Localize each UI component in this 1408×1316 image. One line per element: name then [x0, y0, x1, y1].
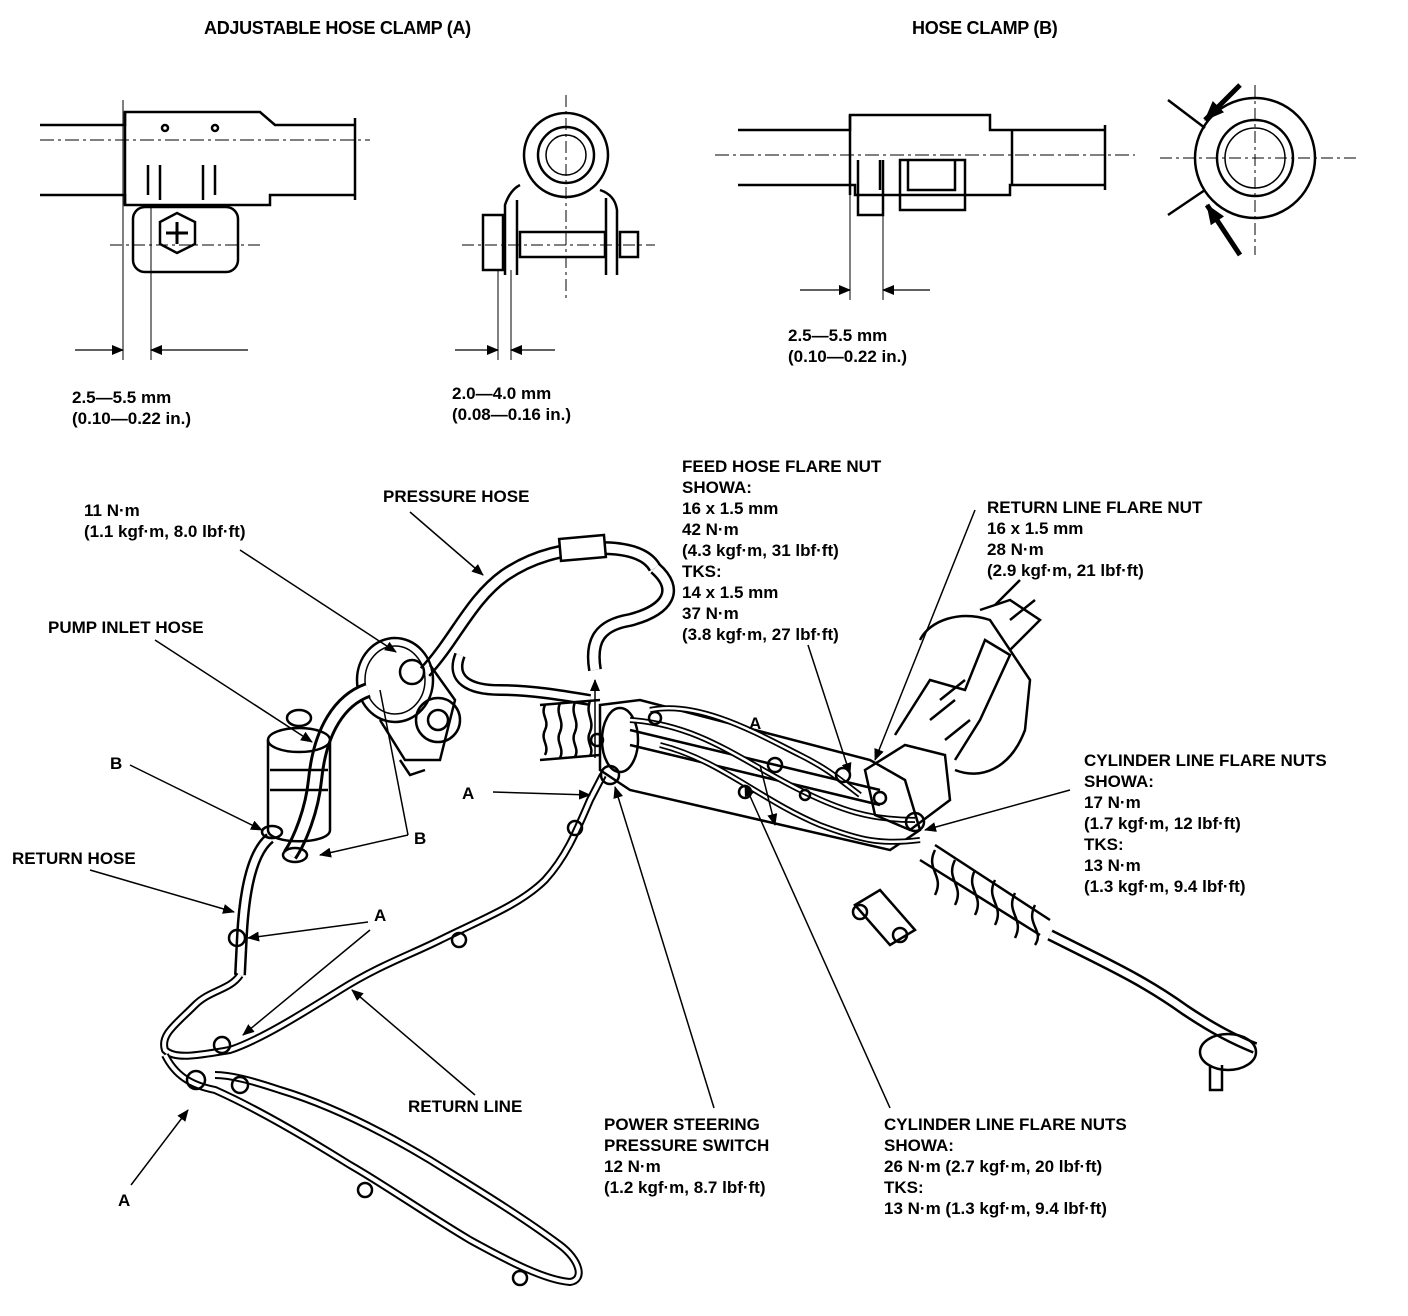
label-line: (4.3 kgf·m, 31 lbf·ft): [682, 541, 839, 560]
dimension-mm: 2.5—5.5 mm: [72, 388, 172, 407]
pressure-hose-label: PRESSURE HOSE: [383, 487, 530, 506]
dimension-in: (0.10—0.22 in.): [72, 409, 192, 428]
cylinder-line-flare-nuts-bottom-label: CYLINDER LINE FLARE NUTS SHOWA: 26 N·m (…: [884, 1114, 1127, 1219]
label-line: 17 N·m: [1084, 793, 1141, 812]
clamp-a-title: ADJUSTABLE HOSE CLAMP (A): [204, 18, 471, 38]
label-line: 14 x 1.5 mm: [682, 583, 779, 602]
label-line: 13 N·m: [1084, 856, 1141, 875]
clamp-a-side-view: [40, 100, 370, 360]
label-line: 37 N·m: [682, 604, 739, 623]
clamp-a-end-dimension: 2.0—4.0 mm (0.08—0.16 in.): [452, 383, 571, 425]
torque-detail: (1.1 kgf·m, 8.0 lbf·ft): [84, 522, 246, 541]
label-line: FEED HOSE FLARE NUT: [682, 457, 882, 476]
label-line: 16 x 1.5 mm: [682, 499, 779, 518]
feed-hose-flare-nut-label: FEED HOSE FLARE NUT SHOWA: 16 x 1.5 mm 4…: [682, 456, 881, 645]
clamp-b-dimension: 2.5—5.5 mm (0.10—0.22 in.): [788, 325, 907, 367]
label-line: (2.9 kgf·m, 21 lbf·ft): [987, 561, 1144, 580]
label-line: (3.8 kgf·m, 27 lbf·ft): [682, 625, 839, 644]
torque-value: 11 N·m: [84, 501, 140, 520]
clamp-a-callout-left: A: [462, 784, 475, 803]
cylinder-line-flare-nuts-right-label: CYLINDER LINE FLARE NUTS SHOWA: 17 N·m (…: [1084, 750, 1327, 897]
power-steering-pressure-switch-label: POWER STEERING PRESSURE SWITCH 12 N·m (1…: [604, 1114, 769, 1198]
label-line: SHOWA:: [1084, 772, 1154, 791]
label-line: (1.2 kgf·m, 8.7 lbf·ft): [604, 1178, 766, 1197]
clamp-b-callout-left: B: [110, 754, 123, 773]
label-line: SHOWA:: [682, 478, 752, 497]
label-line: 13 N·m (1.3 kgf·m, 9.4 lbf·ft): [884, 1199, 1107, 1218]
label-line: POWER STEERING: [604, 1115, 760, 1134]
clamp-b-callout-right: B: [414, 829, 427, 848]
label-line: RETURN LINE FLARE NUT: [987, 498, 1203, 517]
return-hose-label: RETURN HOSE: [12, 849, 136, 868]
label-line: 12 N·m: [604, 1157, 661, 1176]
label-line: CYLINDER LINE FLARE NUTS: [1084, 751, 1327, 770]
leader-lines: [89, 509, 1071, 1186]
dimension-in: (0.08—0.16 in.): [452, 405, 572, 424]
label-line: PRESSURE SWITCH: [604, 1136, 770, 1155]
label-line: (1.7 kgf·m, 12 lbf·ft): [1084, 814, 1241, 833]
label-line: 16 x 1.5 mm: [987, 519, 1084, 538]
clamp-a-callout-top: A: [749, 714, 762, 733]
steering-assembly: [160, 533, 1258, 1287]
label-line: TKS:: [682, 562, 722, 581]
label-line: TKS:: [1084, 835, 1124, 854]
label-line: TKS:: [884, 1178, 924, 1197]
clamp-b-title: HOSE CLAMP (B): [912, 18, 1058, 38]
clamp-b-side-view: [715, 113, 1135, 300]
clamp-b-end-view: [1160, 83, 1360, 257]
label-line: 26 N·m (2.7 kgf·m, 20 lbf·ft): [884, 1157, 1103, 1176]
return-line-label: RETURN LINE: [408, 1097, 523, 1116]
dimension-mm: 2.0—4.0 mm: [452, 384, 552, 403]
pump-inlet-hose-label: PUMP INLET HOSE: [48, 618, 204, 637]
clamp-a-side-dimension: 2.5—5.5 mm (0.10—0.22 in.): [72, 387, 191, 429]
clamp-a-end-view: [455, 95, 655, 360]
dimension-in: (0.10—0.22 in.): [788, 347, 908, 366]
label-line: SHOWA:: [884, 1136, 954, 1155]
label-line: 28 N·m: [987, 540, 1044, 559]
clamp-a-callout-bottom: A: [118, 1191, 131, 1210]
return-line-flare-nut-label: RETURN LINE FLARE NUT 16 x 1.5 mm 28 N·m…: [987, 497, 1202, 581]
dimension-mm: 2.5—5.5 mm: [788, 326, 888, 345]
clamp-a-callout-mid: A: [374, 906, 387, 925]
pump-bolt-torque-label: 11 N·m (1.1 kgf·m, 8.0 lbf·ft): [84, 500, 246, 542]
label-line: 42 N·m: [682, 520, 739, 539]
label-line: CYLINDER LINE FLARE NUTS: [884, 1115, 1127, 1134]
label-line: (1.3 kgf·m, 9.4 lbf·ft): [1084, 877, 1246, 896]
